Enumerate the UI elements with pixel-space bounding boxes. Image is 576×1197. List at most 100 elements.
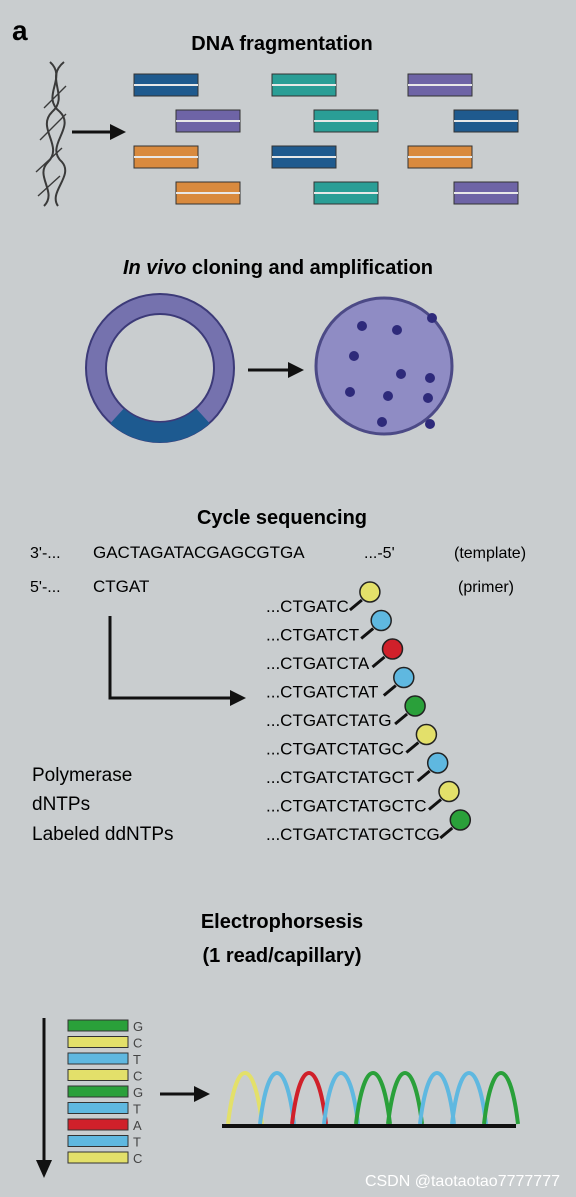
product-sequence: ...CTGATCTA [266, 654, 370, 673]
gel-band: G [67, 1085, 143, 1100]
product-sequence: ...CTGATC [266, 597, 349, 616]
electrophoresis-title-line2: (1 read/capillary) [203, 945, 362, 967]
template-note: (template) [454, 545, 526, 562]
dye-stick [416, 769, 431, 783]
extension-product: ...CTGATC [266, 581, 381, 616]
product-sequence: ...CTGATCTATGC [266, 740, 404, 759]
trace-peak [354, 1071, 392, 1125]
product-sequence: ...CTGATCTATGCT [266, 768, 414, 787]
dye-stick [348, 598, 363, 612]
dye-label-icon [370, 609, 392, 632]
dye-label-icon [438, 780, 460, 803]
primer-sequence: CTGAT [93, 577, 149, 596]
dna-fragment [453, 109, 519, 133]
dna-fragment [453, 181, 519, 205]
product-sequence: ...CTGATCTATG [266, 711, 392, 730]
dna-fragment [313, 109, 379, 133]
fragmentation-title: DNA fragmentation [191, 33, 372, 55]
plasmid-icon [85, 293, 235, 443]
band-base-label: C [133, 1036, 142, 1051]
colony-cell-icon [314, 296, 454, 436]
chromatogram-trace [226, 1071, 520, 1125]
trace-peak [450, 1071, 488, 1125]
gel-band: C [67, 1151, 142, 1166]
dye-label-icon [393, 666, 415, 689]
trace-peak [418, 1071, 456, 1125]
trace-peak [482, 1071, 520, 1125]
extension-arrow-icon [108, 616, 246, 706]
dye-stick [405, 741, 420, 754]
product-sequence: ...CTGATCTATGCTCG [266, 825, 440, 844]
trace-peak [290, 1071, 328, 1125]
dna-fragment [407, 145, 473, 169]
dna-helix-icon [35, 61, 67, 207]
gel-band: C [67, 1036, 142, 1051]
dye-stick [360, 627, 375, 640]
band-base-label: C [133, 1151, 142, 1166]
template-sequence: GACTAGATACGAGCGTGA [93, 543, 305, 562]
dna-fragments [133, 73, 519, 205]
dye-label-icon [381, 638, 404, 660]
primer-note: (primer) [458, 579, 514, 596]
gel-band: T [67, 1135, 141, 1150]
cloning-arrow-icon [248, 362, 304, 378]
band-base-label: A [133, 1118, 142, 1133]
trace-peak [322, 1071, 360, 1125]
extension-product: ...CTGATCTATGCTC [266, 780, 460, 816]
band-base-label: C [133, 1069, 142, 1084]
template-suffix: ...-5' [364, 545, 395, 562]
extension-product: ...CTGATCTA [266, 638, 404, 673]
fragmentation-arrow-icon [72, 124, 126, 140]
reagent-labeled-ddntps: Labeled ddNTPs [32, 824, 174, 845]
dye-stick [439, 826, 454, 840]
dye-stick [428, 798, 442, 811]
template-prefix: 3'-... [30, 545, 61, 562]
sequencing-title: Cycle sequencing [197, 507, 367, 529]
trace-peak [258, 1071, 296, 1125]
dye-label-icon [415, 723, 438, 746]
band-base-label: G [133, 1019, 143, 1034]
trace-arrow-icon [160, 1086, 210, 1102]
product-sequence: ...CTGATCT [266, 626, 359, 645]
extension-product: ...CTGATCTATG [266, 695, 426, 730]
band-base-label: G [133, 1085, 143, 1100]
dna-fragment [133, 145, 199, 169]
reagent-dntps: dNTPs [32, 794, 90, 815]
cloning-title-italic: In vivo [123, 257, 186, 279]
band-base-label: T [133, 1052, 141, 1067]
dye-stick [371, 655, 386, 669]
dna-fragment [175, 181, 241, 205]
extension-product: ...CTGATCTATGCTCG [266, 809, 472, 844]
dye-label-icon [359, 581, 381, 603]
dye-stick [394, 712, 409, 726]
gel-band: A [67, 1118, 142, 1133]
dye-label-icon [449, 809, 472, 831]
gel-band: G [67, 1019, 143, 1034]
watermark: CSDN @taotaotao7777777 [365, 1173, 560, 1190]
product-sequence: ...CTGATCTAT [266, 683, 378, 702]
dna-fragment [271, 73, 337, 97]
extension-product: ...CTGATCT [266, 609, 392, 645]
dye-stick [382, 684, 397, 697]
migration-arrow-icon [36, 1018, 52, 1178]
gel-band: T [67, 1052, 141, 1067]
extension-product: ...CTGATCTATGCT [266, 752, 449, 787]
cloning-title-rest: cloning and amplification [186, 257, 433, 279]
dye-label-icon [426, 752, 449, 774]
primer-prefix: 5'-... [30, 579, 61, 596]
dna-fragment [271, 145, 337, 169]
extension-products: ...CTGATC ...CTGATCT ...CTGATCTA ...CTGATCT… [266, 581, 472, 844]
product-sequence: ...CTGATCTATGCTC [266, 797, 427, 816]
dna-fragment [313, 181, 379, 205]
band-base-label: T [133, 1102, 141, 1117]
cloning-title: In vivo cloning and amplification [123, 257, 433, 279]
band-base-label: T [133, 1135, 141, 1150]
trace-peak [226, 1071, 264, 1125]
panel-label: a [12, 15, 28, 46]
extension-product: ...CTGATCTAT [266, 666, 415, 702]
dna-fragment [175, 109, 241, 133]
gel-band: C [67, 1069, 142, 1084]
dna-fragment [133, 73, 199, 97]
